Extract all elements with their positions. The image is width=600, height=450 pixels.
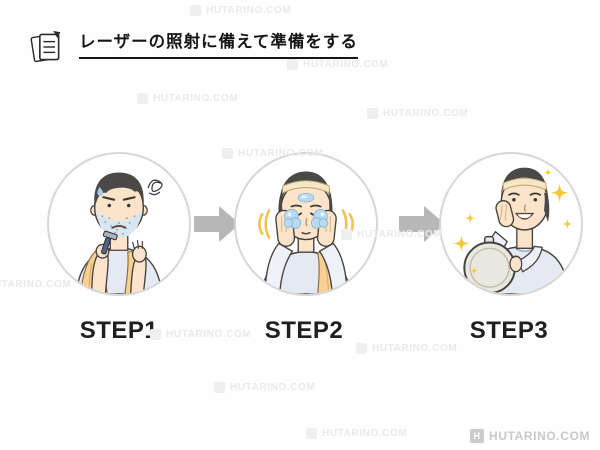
man-smiling-hand-mirror-sparkles-illustration [453, 167, 573, 294]
hutarino-logo-icon [341, 229, 352, 240]
watermark-text: HUTARINO.COM [238, 148, 324, 159]
hutarino-logo-icon [367, 108, 378, 119]
watermark-text: HUTARINO.COM [166, 329, 252, 340]
page-title: レーザーの照射に備えて準備をする [79, 33, 358, 59]
watermark: HUTARINO.COM [367, 108, 468, 119]
hutarino-logo-icon [137, 93, 148, 104]
watermark-text: HUTARINO.COM [383, 108, 469, 119]
watermark: HUTARINO.COM [137, 93, 238, 104]
hutarino-logo-icon [222, 148, 233, 159]
step3-illustration-circle [439, 152, 583, 296]
watermark-text: HUTARINO.COM [357, 229, 443, 240]
hutarino-logo-icon [306, 428, 317, 439]
watermark: HUTARINO.COM [287, 59, 388, 70]
sparkle-icon [453, 168, 573, 275]
step1-label: STEP1 [79, 317, 159, 344]
right-block-arrow-icon [399, 206, 445, 242]
step1-illustration-circle [47, 152, 191, 296]
watermark-text: HUTARINO.COM [372, 343, 458, 354]
watermark: HUTARINO.COM [222, 148, 323, 159]
header: レーザーの照射に備えて準備をする [30, 26, 358, 66]
watermark: HUTARINO.COM [150, 329, 251, 340]
watermark: HUTARINO.COM [0, 279, 71, 290]
watermark-text: HUTARINO.COM [0, 279, 72, 290]
hutarino-logo-icon: H [470, 429, 485, 443]
brand-watermark: H HUTARINO.COM [470, 429, 590, 443]
watermark: HUTARINO.COM [306, 428, 407, 439]
step3-label: STEP3 [469, 317, 549, 344]
watermark: HUTARINO.COM [341, 229, 442, 240]
hutarino-logo-icon [150, 329, 161, 340]
hutarino-logo-icon [287, 59, 298, 70]
watermark-text: HUTARINO.COM [322, 428, 408, 439]
watermark: HUTARINO.COM [190, 5, 291, 16]
man-shaving-stubble-troubled-illustration [75, 172, 163, 294]
watermark-text: HUTARINO.COM [230, 382, 316, 393]
memo-note-icon [30, 30, 61, 63]
man-washing-face-illustration [258, 171, 354, 294]
hutarino-logo-icon [190, 5, 201, 16]
watermark-text: HUTARINO.COM [153, 93, 239, 104]
watermark-text: HUTARINO.COM [303, 59, 389, 70]
hutarino-logo-icon [214, 382, 225, 393]
step2-label: STEP2 [264, 317, 344, 344]
hutarino-logo-icon [356, 343, 367, 354]
watermark: HUTARINO.COM [214, 382, 315, 393]
watermark-text: HUTARINO.COM [206, 5, 292, 16]
brand-watermark-text: HUTARINO.COM [489, 429, 590, 443]
watermark: HUTARINO.COM [356, 343, 457, 354]
step2-illustration-circle [234, 152, 378, 296]
right-block-arrow-icon [194, 206, 240, 242]
